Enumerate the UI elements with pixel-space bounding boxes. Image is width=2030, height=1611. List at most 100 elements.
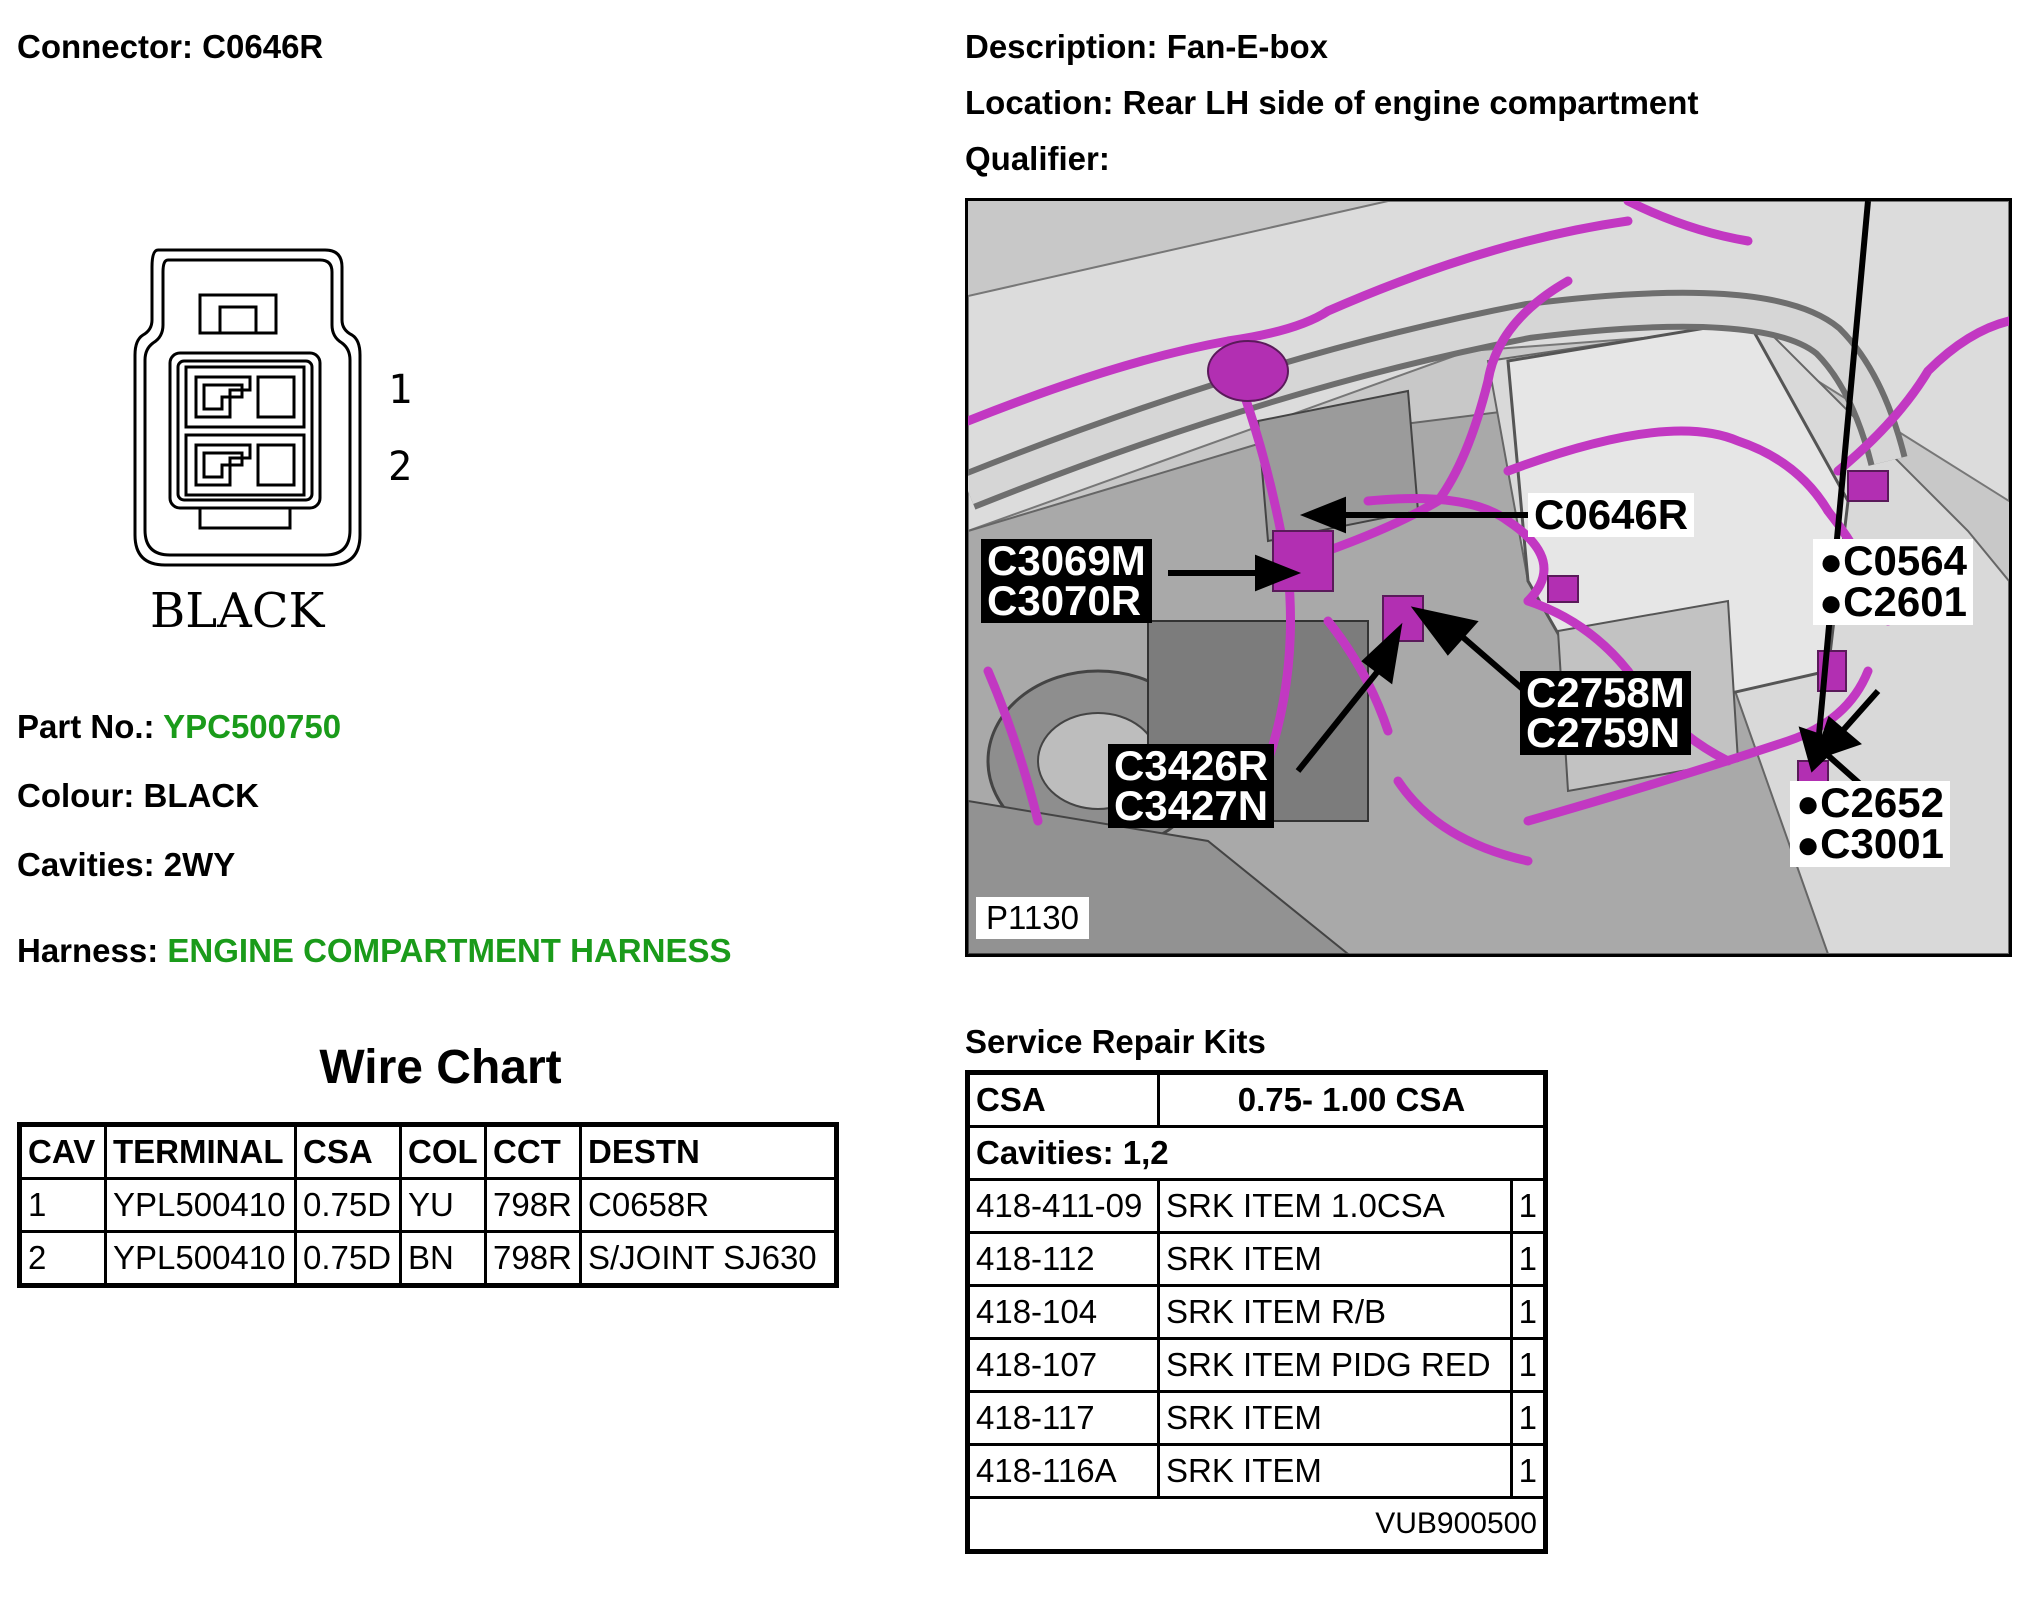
description-label: Description:: [965, 28, 1158, 65]
table-row: 2 YPL500410 0.75D BN 798R S/JOINT SJ630: [18, 1230, 838, 1287]
header-cav: CAV: [18, 1123, 107, 1180]
colour-label: Colour:: [17, 777, 135, 814]
cell-destn: S/JOINT SJ630: [579, 1230, 838, 1287]
description-line: Description: Fan-E-box: [965, 28, 1328, 66]
kit-description: SRK ITEM PIDG RED: [1157, 1337, 1513, 1393]
bullet-icon: ●: [1796, 782, 1821, 826]
service-repair-kits-table: CSA 0.75- 1.00 CSA Cavities: 1,2 418-411…: [965, 1070, 1548, 1554]
callout-c0646r: C0646R: [1528, 493, 1695, 537]
kit-quantity: 1: [1509, 1443, 1548, 1499]
cell-terminal: YPL500410: [104, 1177, 297, 1233]
cell-csa: 0.75D: [294, 1230, 402, 1287]
cell-cct: 798R: [484, 1177, 582, 1233]
callout-c2758m-c2759n: C2758M C2759N: [1520, 671, 1691, 755]
connector-value: C0646R: [202, 28, 324, 65]
cell-terminal: YPL500410: [104, 1230, 297, 1287]
qualifier-label: Qualifier:: [965, 140, 1110, 177]
callout-c2652: C2652: [1820, 779, 1944, 826]
kit-part-number: 418-116A: [966, 1443, 1160, 1499]
kit-quantity: 1: [1509, 1284, 1548, 1340]
wire-chart-title: Wire Chart: [319, 1041, 562, 1094]
wire-chart-header-row: CAV TERMINAL CSA COL CCT DESTN: [18, 1123, 838, 1180]
description-value: Fan-E-box: [1166, 28, 1329, 65]
photo-reference: P1130: [976, 897, 1089, 939]
kits-csa-label: CSA: [966, 1071, 1160, 1128]
callout-c2652-c3001: ●C2652 ●C3001: [1790, 781, 1950, 867]
connector-line: Connector: C0646R: [17, 28, 323, 66]
cell-col: BN: [399, 1230, 487, 1287]
cell-cct: 798R: [484, 1230, 582, 1287]
cell-destn: C0658R: [579, 1177, 838, 1233]
header-col: COL: [399, 1123, 487, 1180]
kit-quantity: 1: [1509, 1178, 1548, 1234]
pin-2-label: 2: [388, 444, 412, 490]
part-no-link[interactable]: YPC500750: [163, 708, 342, 745]
kit-part-number: 418-104: [966, 1284, 1160, 1340]
qualifier-line: Qualifier:: [965, 140, 1110, 178]
kits-cavities-row: Cavities: 1,2: [966, 1125, 1547, 1181]
colour-value: BLACK: [143, 777, 259, 814]
kit-description: SRK ITEM R/B: [1157, 1284, 1513, 1340]
wire-chart-table: CAV TERMINAL CSA COL CCT DESTN 1 YPL5004…: [17, 1122, 839, 1288]
header-cct: CCT: [484, 1123, 582, 1180]
cavities-line: Cavities: 2WY: [17, 846, 235, 884]
part-no-line: Part No.: YPC500750: [17, 708, 341, 746]
list-item: 418-411-09 SRK ITEM 1.0CSA 1: [966, 1178, 1548, 1234]
location-label: Location:: [965, 84, 1114, 121]
kit-quantity: 1: [1509, 1337, 1548, 1393]
service-repair-kits-title: Service Repair Kits: [965, 1023, 1266, 1060]
kit-part-number: 418-107: [966, 1337, 1160, 1393]
cavities-label: Cavities:: [17, 846, 155, 883]
list-item: 418-107 SRK ITEM PIDG RED 1: [966, 1337, 1548, 1393]
kits-csa-value: 0.75- 1.00 CSA: [1157, 1071, 1547, 1128]
pin-1-label: 1: [388, 367, 412, 413]
callout-c2759n: C2759N: [1526, 709, 1681, 756]
header-terminal: TERMINAL: [104, 1123, 297, 1180]
table-row: 1 YPL500410 0.75D YU 798R C0658R: [18, 1177, 838, 1233]
location-value: Rear LH side of engine compartment: [1122, 84, 1699, 121]
cavities-value: 2WY: [163, 846, 236, 883]
callout-c3426r-c3427n: C3426R C3427N: [1108, 742, 1275, 829]
kit-description: SRK ITEM: [1157, 1390, 1513, 1446]
kit-part-number: 418-112: [966, 1231, 1160, 1287]
header-destn: DESTN: [579, 1123, 838, 1180]
harness-label: Harness:: [17, 932, 159, 969]
colour-line: Colour: BLACK: [17, 777, 259, 815]
callout-c0564: C0564: [1843, 537, 1967, 584]
list-item: 418-112 SRK ITEM 1: [966, 1231, 1548, 1287]
connector-label: Connector:: [17, 28, 193, 65]
callout-c3426r: C3426R: [1114, 742, 1269, 789]
header-csa: CSA: [294, 1123, 402, 1180]
list-item: 418-117 SRK ITEM 1: [966, 1390, 1548, 1446]
callout-c0564-c2601: ●C0564 ●C2601: [1813, 539, 1973, 625]
kits-footer-row: VUB900500: [966, 1496, 1547, 1553]
harness-line: Harness: ENGINE COMPARTMENT HARNESS: [17, 932, 731, 970]
callout-c3070r: C3070R: [987, 577, 1142, 624]
harness-link[interactable]: ENGINE COMPARTMENT HARNESS: [167, 932, 732, 969]
list-item: 418-116A SRK ITEM 1: [966, 1443, 1548, 1499]
kit-quantity: 1: [1509, 1231, 1548, 1287]
kits-footer-code: VUB900500: [966, 1496, 1547, 1553]
location-photo: C0646R C3069M C3070R ●C0564 ●C2601 C2758…: [965, 198, 2012, 957]
kits-csa-row: CSA 0.75- 1.00 CSA: [966, 1071, 1547, 1128]
bullet-icon: ●: [1819, 540, 1844, 584]
part-no-label: Part No.:: [17, 708, 155, 745]
connector-face-diagram: 1 2 BLACK: [133, 248, 412, 639]
cell-cav: 1: [18, 1177, 107, 1233]
callout-c3069m-c3070r: C3069M C3070R: [981, 539, 1152, 623]
cell-cav: 2: [18, 1230, 107, 1287]
location-line: Location: Rear LH side of engine compart…: [965, 84, 1698, 122]
kit-description: SRK ITEM: [1157, 1443, 1513, 1499]
callout-c2758m: C2758M: [1526, 669, 1685, 716]
kit-part-number: 418-411-09: [966, 1178, 1160, 1234]
kit-quantity: 1: [1509, 1390, 1548, 1446]
diagram-colour-label: BLACK: [150, 583, 326, 639]
cell-col: YU: [399, 1177, 487, 1233]
callout-c3069m: C3069M: [987, 537, 1146, 584]
bullet-icon: ●: [1796, 823, 1821, 867]
callout-c3427n: C3427N: [1114, 782, 1269, 829]
kit-description: SRK ITEM: [1157, 1231, 1513, 1287]
kit-description: SRK ITEM 1.0CSA: [1157, 1178, 1513, 1234]
list-item: 418-104 SRK ITEM R/B 1: [966, 1284, 1548, 1340]
bullet-icon: ●: [1819, 581, 1844, 625]
